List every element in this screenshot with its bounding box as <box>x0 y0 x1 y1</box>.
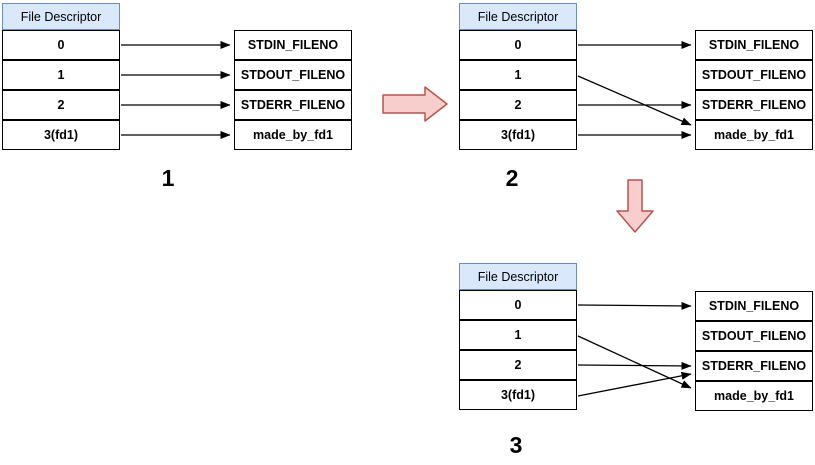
connector-d2-1-madebyfd1 <box>577 75 692 126</box>
target-box-2-stdin: STDIN_FILENO <box>695 30 813 60</box>
fd-row-3-2: 2 <box>459 350 577 380</box>
fd-row-2-3: 3(fd1) <box>459 120 577 150</box>
target-box-1-stdout: STDOUT_FILENO <box>234 60 352 90</box>
target-box-2-stderr: STDERR_FILENO <box>695 90 813 120</box>
step-arrow-down-icon <box>616 179 654 233</box>
target-box-1-madebyfd1: made_by_fd1 <box>234 120 352 150</box>
fd-row-3-3: 3(fd1) <box>459 380 577 410</box>
target-box-3-stdout: STDOUT_FILENO <box>695 321 813 351</box>
target-box-3-stdin: STDIN_FILENO <box>695 291 813 321</box>
target-box-1-stdin: STDIN_FILENO <box>234 30 352 60</box>
fd-table-header-2: File Descriptor <box>459 3 577 30</box>
connector-d3-1-madebyfd1 <box>577 335 692 389</box>
fd-table-header-3: File Descriptor <box>459 263 577 290</box>
fd-row-1-1: 1 <box>2 60 120 90</box>
connections-diagram-3 <box>577 301 692 397</box>
target-box-2-stdout: STDOUT_FILENO <box>695 60 813 90</box>
target-box-3-stderr: STDERR_FILENO <box>695 351 813 381</box>
diagram-label-2: 2 <box>505 165 519 191</box>
target-box-1-stderr: STDERR_FILENO <box>234 90 352 120</box>
connections-diagram-1 <box>121 41 231 139</box>
connections-diagram-2 <box>577 41 692 139</box>
diagram-label-3: 3 <box>509 432 523 458</box>
fd-row-2-0: 0 <box>459 30 577 60</box>
target-box-3-madebyfd1: made_by_fd1 <box>695 381 813 411</box>
fd-row-2-1: 1 <box>459 60 577 90</box>
connector-d3-0-stdin <box>577 301 692 310</box>
fd-row-1-3: 3(fd1) <box>2 120 120 150</box>
step-arrow-right-icon <box>382 86 448 122</box>
connector-d3-2-stderr <box>577 361 692 370</box>
diagram-label-1: 1 <box>161 165 175 191</box>
fd-row-3-0: 0 <box>459 290 577 320</box>
fd-table-header-1: File Descriptor <box>2 3 120 30</box>
target-box-2-madebyfd1: made_by_fd1 <box>695 120 813 150</box>
fd-row-2-2: 2 <box>459 90 577 120</box>
connector-d3-3-stderr <box>577 371 692 397</box>
fd-row-1-0: 0 <box>2 30 120 60</box>
fd-row-3-1: 1 <box>459 320 577 350</box>
fd-row-1-2: 2 <box>2 90 120 120</box>
